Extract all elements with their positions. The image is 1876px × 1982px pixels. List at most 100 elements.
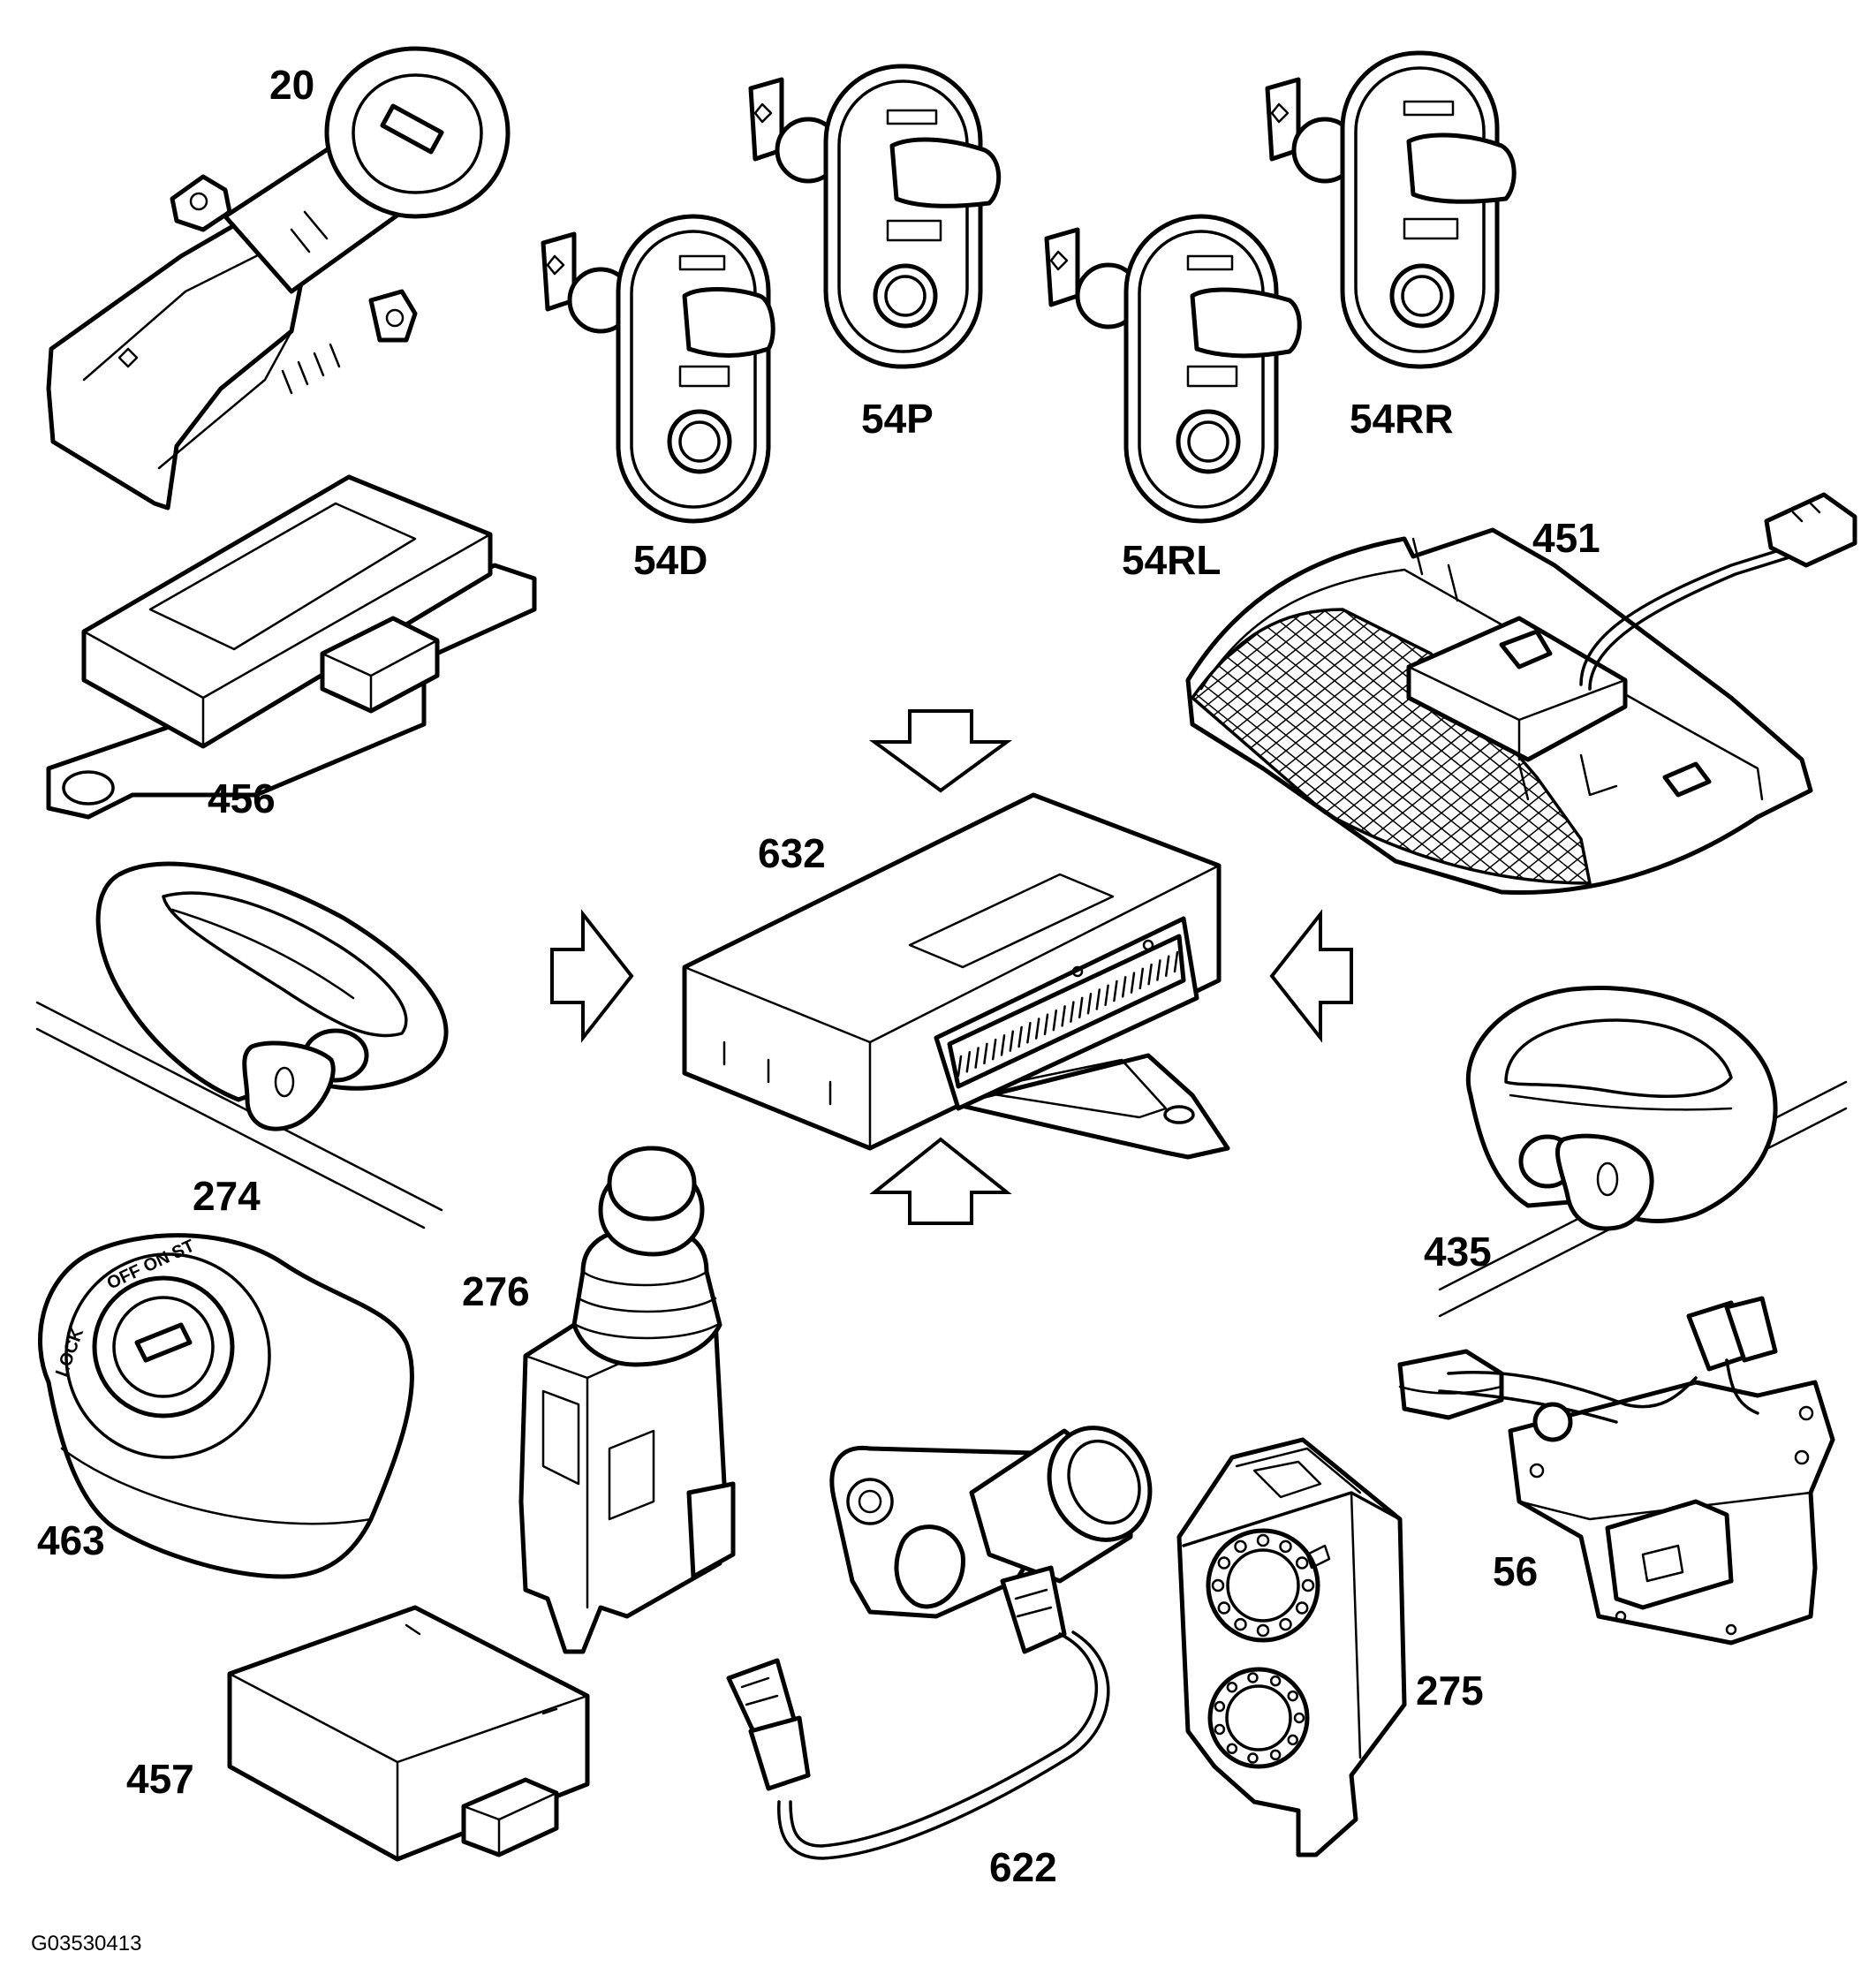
sounder-hole: [1256, 1533, 1270, 1547]
sounder-hole: [1234, 1539, 1247, 1554]
detail-line: [1061, 1005, 1066, 1027]
detail-line: [1009, 1030, 1015, 1052]
detail-line: [1138, 967, 1145, 990]
detail-line: [1070, 1001, 1075, 1023]
sounder-hole: [1295, 1601, 1309, 1615]
detail-line: [1433, 609, 1590, 883]
detail-line: [1192, 609, 1391, 883]
detail-line: [1113, 980, 1118, 1002]
control-unit-456-drawing: [46, 474, 537, 820]
detail-line: [1511, 609, 1590, 883]
arrow-down: [868, 709, 1013, 793]
tailgate-motor-622-drawing: [726, 1426, 1153, 1860]
arrow-up: [869, 1137, 1012, 1225]
label-54RR: 54RR: [1350, 396, 1454, 442]
ignition-bezel-463-drawing: LOCK OFF ON ST: [38, 1233, 414, 1579]
label-20: 20: [269, 62, 314, 108]
arrow-left: [1269, 909, 1353, 1043]
detail-line: [1453, 609, 1590, 883]
detail-line: [1173, 950, 1179, 973]
sounder-hole: [1247, 1672, 1259, 1683]
sounder-hole: [1301, 1578, 1315, 1592]
detail-line: [1164, 955, 1170, 977]
label-274: 274: [193, 1173, 261, 1219]
door-switch-54D-drawing: [541, 214, 775, 524]
label-54RL: 54RL: [1122, 537, 1221, 583]
flow-arrows: [550, 709, 1353, 1225]
detail-line: [1104, 984, 1109, 1007]
detail-line: [983, 1042, 988, 1065]
label-435: 435: [1424, 1229, 1492, 1275]
detail-line: [1395, 609, 1590, 883]
label-451: 451: [1532, 515, 1600, 561]
detail-line: [965, 1051, 972, 1073]
label-463: 463: [37, 1517, 105, 1563]
figure-code: G03530413: [31, 1932, 141, 1956]
detail-line: [1052, 1009, 1058, 1032]
detail-line: [1130, 972, 1136, 994]
detail-line: [1078, 996, 1084, 1019]
sounder-hole: [1293, 1712, 1305, 1724]
sounder-hole: [1214, 1723, 1226, 1736]
detail-line: [1472, 609, 1590, 883]
ignition-switch-drawing: [46, 46, 511, 511]
sounder-hole: [1269, 1675, 1282, 1687]
label-457: 457: [126, 1756, 194, 1802]
detail-line: [1492, 609, 1590, 883]
sounder-hole: [1226, 1681, 1238, 1693]
label-456: 456: [208, 775, 276, 821]
detail-line: [1034, 1017, 1040, 1040]
sounder-hole: [1211, 1578, 1225, 1592]
label-54D: 54D: [633, 537, 707, 583]
selector-switch-276-drawing: [518, 1146, 736, 1654]
sounder-hole: [1217, 1556, 1231, 1570]
detail-line: [1147, 963, 1153, 986]
sounder-hole: [1279, 1617, 1292, 1631]
sounder-hole: [1279, 1539, 1292, 1554]
detail-line: [974, 1047, 980, 1069]
arrow-right: [550, 909, 634, 1043]
detail-line: [1095, 988, 1101, 1010]
detail-line: [957, 1055, 963, 1078]
sounder-hole: [1247, 1752, 1259, 1764]
door-switch-54RL-drawing: [1044, 214, 1302, 524]
detail-line: [1000, 1034, 1006, 1056]
central-module-632-drawing: [682, 792, 1230, 1160]
sounder-hole: [1287, 1690, 1298, 1702]
detail-line: [1086, 992, 1093, 1015]
detail-line: [1192, 609, 1411, 883]
detail-line: [1156, 959, 1161, 981]
detail-line: [1192, 609, 1352, 883]
sounder-hole: [1234, 1617, 1247, 1631]
door-handle-274-drawing: [35, 861, 449, 1229]
detail-line: [991, 1038, 997, 1061]
sounder-hole: [1269, 1749, 1282, 1761]
sounder-hole: [1226, 1743, 1238, 1755]
detail-line: [1043, 1013, 1049, 1036]
alarm-module-457-drawing: [227, 1605, 590, 1862]
detail-line: [1121, 976, 1127, 998]
sounder-hole: [1214, 1700, 1226, 1713]
detail-line: [1017, 1025, 1023, 1048]
door-handle-435-drawing: [1438, 985, 1848, 1318]
label-275: 275: [1416, 1668, 1484, 1713]
label-632: 632: [758, 830, 826, 876]
detail-line: [1414, 609, 1590, 883]
detail-line: [1192, 609, 1333, 883]
label-54P: 54P: [861, 396, 934, 442]
label-276: 276: [462, 1268, 530, 1314]
door-switch-54P-drawing: [748, 64, 1002, 369]
sounder-hole: [1256, 1623, 1270, 1638]
bonnet-lock-56-drawing: [1397, 1296, 1835, 1645]
label-56: 56: [1493, 1548, 1538, 1594]
interior-lamp-451-drawing: [1185, 492, 1857, 896]
detail-line: [1026, 1021, 1032, 1044]
sounder-hole: [1287, 1734, 1298, 1746]
sounder-hole: [1217, 1601, 1231, 1615]
detail-line: [1192, 609, 1372, 883]
door-switch-54RR-drawing: [1265, 50, 1517, 369]
sounder-275-drawing: [1176, 1437, 1407, 1857]
sounder-hole: [1295, 1556, 1309, 1570]
label-622: 622: [989, 1844, 1057, 1890]
